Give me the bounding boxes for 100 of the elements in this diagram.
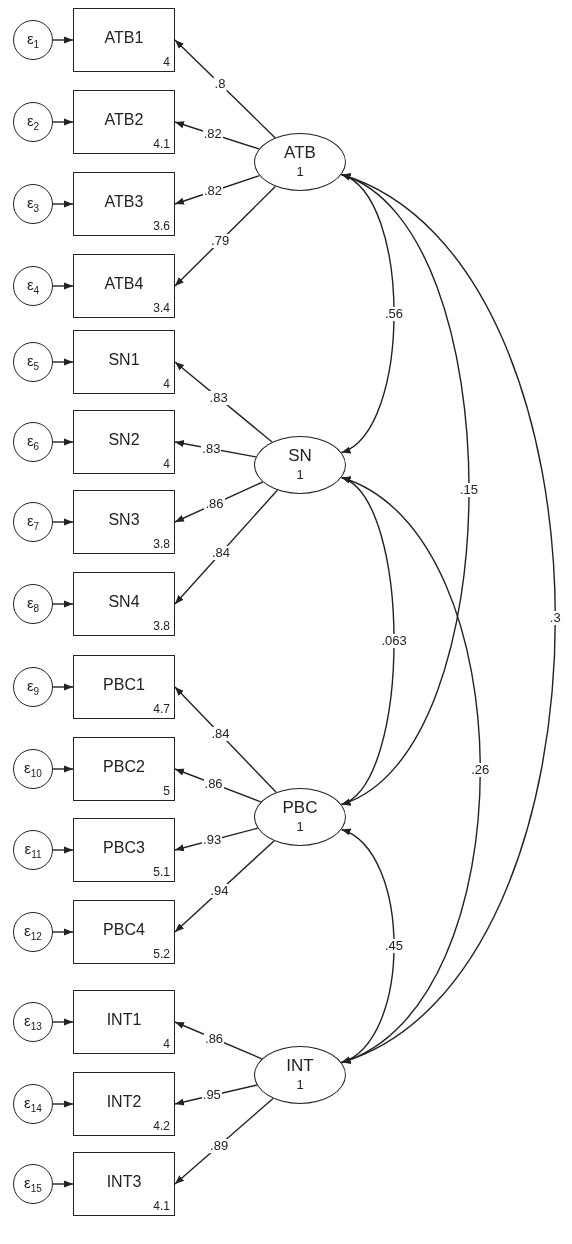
edge-label: .3 [548,611,562,626]
indicator-box [73,655,175,719]
error-label: ε$_{13}$ [24,1012,42,1032]
latent-oval [254,1046,346,1104]
edge-label: .83 [201,441,222,456]
arrow [52,282,74,290]
error-label: ε$_{3}$ [26,194,40,214]
arrow [174,361,273,443]
indicator-box [73,410,175,474]
arrow [174,840,275,933]
variable-name: ATB [283,143,317,163]
indicator-box [73,90,175,154]
indicator-box [73,490,175,554]
arrow [52,1180,74,1188]
arrow [52,1100,74,1108]
indicator-box [73,8,175,72]
error-circle [13,912,53,952]
variable-name: SN3 [107,511,141,529]
arrow [52,200,74,208]
error-circle [13,102,53,142]
mean-value: 3.4 [153,301,170,315]
error-circle [13,502,53,542]
arrow [174,827,259,852]
error-circle [13,667,53,707]
error-circle [13,266,53,306]
latent-oval [254,788,346,846]
edge-label: .063 [380,634,408,648]
indicator-box [73,254,175,318]
variance-value: 1 [295,164,305,179]
mean-value: 3.8 [153,619,170,633]
arrow [52,118,74,126]
edge-label: .15 [459,482,480,497]
edge-label: .86 [204,497,225,511]
covariance-arrow [340,828,395,1064]
edge-label: .26 [470,763,491,777]
error-label: ε$_{10}$ [24,759,42,779]
arrow [52,846,74,854]
error-label: ε$_{12}$ [24,922,42,942]
error-label: ε$_{15}$ [24,1174,42,1194]
error-label: ε$_{8}$ [26,594,40,614]
arrow [52,1018,74,1026]
variable-name: SN1 [107,351,141,369]
variable-name: INT3 [105,1173,143,1191]
arrow [174,121,260,150]
mean-value: 4 [163,377,170,391]
mean-value: 4 [163,55,170,69]
error-circle [13,830,53,870]
arrow [174,1097,274,1185]
error-label: ε$_{5}$ [26,352,40,372]
edge-label: .79 [210,234,231,249]
edge-label: .82 [202,184,223,199]
error-label: ε$_{2}$ [26,112,40,132]
edge-label: .82 [202,127,223,142]
variable-name: PBC [281,798,319,818]
error-label: ε$_{4}$ [26,276,40,296]
variable-name: ATB2 [103,111,145,129]
arrow [174,39,276,139]
variable-name: SN [287,446,313,466]
error-circle [13,342,53,382]
edge-label: .86 [204,1031,225,1046]
arrow [174,1084,258,1106]
indicator-box [73,900,175,964]
variable-name: SN2 [107,431,141,449]
indicator-box [73,1152,175,1216]
edge-label: .84 [210,727,231,742]
error-label: ε$_{9}$ [26,677,40,697]
error-circle [13,1002,53,1042]
edge-label: .84 [211,545,232,560]
variance-value: 1 [295,819,305,834]
error-label: ε$_{1}$ [26,30,40,50]
arrow [52,928,74,936]
arrow [174,185,277,287]
error-circle [13,184,53,224]
edge-label: .56 [384,306,405,321]
variable-name: ATB3 [103,193,145,211]
mean-value: 4 [163,1037,170,1051]
variable-name: INT2 [105,1093,143,1111]
indicator-box [73,818,175,882]
variable-name: PBC1 [102,676,146,694]
variable-name: ATB1 [103,29,145,47]
arrow [52,600,74,608]
variable-name: INT1 [105,1011,143,1029]
mean-value: 4 [163,457,170,471]
error-circle [13,20,53,60]
arrow [174,440,257,458]
arrow [52,765,74,773]
mean-value: 3.8 [153,537,170,551]
arrow [174,489,278,605]
error-circle [13,422,53,462]
error-circle [13,749,53,789]
edge-label: .89 [209,1138,230,1153]
error-circle [13,1084,53,1124]
variable-name: INT [285,1056,315,1076]
latent-oval [254,133,346,191]
mean-value: 4.2 [153,1119,170,1133]
mean-value: 5.2 [153,947,170,961]
mean-value: 3.6 [153,219,170,233]
latent-oval [254,436,346,494]
arrow [52,358,74,366]
indicator-box [73,990,175,1054]
